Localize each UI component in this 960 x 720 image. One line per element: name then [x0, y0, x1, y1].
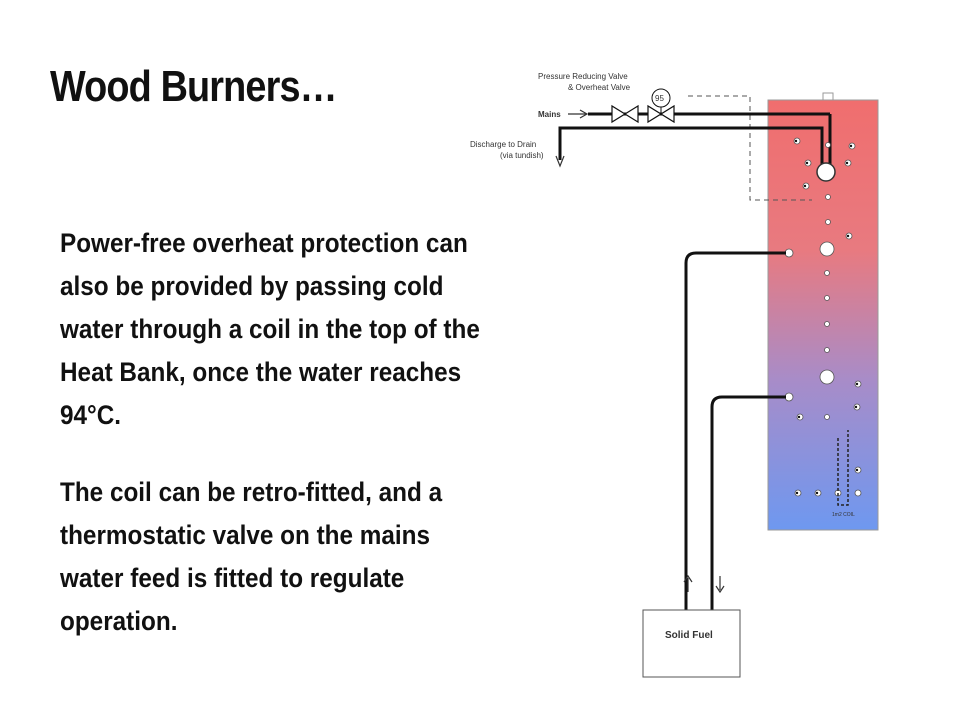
lower-coil: [837, 430, 849, 506]
discharge-pipe: [558, 126, 824, 168]
overheat-valve-icon: [647, 104, 675, 124]
paragraph-line: water feed is fitted to regulate: [60, 563, 405, 593]
mains-arrow-icon: [568, 109, 589, 119]
solid-fuel-boiler: [642, 609, 741, 678]
paragraph-line: also be provided by passing cold: [60, 271, 444, 301]
return-down-arrow-icon: [715, 576, 725, 594]
discharge-label-line2: (via tundish): [500, 151, 544, 160]
valve-dashed-boundary: [688, 95, 812, 201]
paragraph-line: The coil can be retro-fitted, and a: [60, 477, 443, 507]
paragraph-line: Heat Bank, once the water reaches: [60, 357, 462, 387]
body-text: Power-free overheat protection can also …: [60, 222, 620, 677]
solid-fuel-label: Solid Fuel: [665, 630, 713, 641]
paragraph-line: 94°C.: [60, 400, 122, 430]
paragraph-overheat-protection: Power-free overheat protection can also …: [60, 222, 564, 437]
paragraph-retrofit: The coil can be retro-fitted, and a ther…: [60, 471, 564, 643]
discharge-arrow-icon: [555, 155, 565, 168]
paragraph-line: operation.: [60, 606, 178, 636]
paragraph-line: Power-free overheat protection can: [60, 228, 468, 258]
valve-setting-dial: [651, 88, 671, 108]
valve-label-line1: Pressure Reducing Valve: [538, 72, 628, 81]
solid-fuel-return-pipe: [710, 395, 786, 610]
coil-top-fitting: [816, 162, 836, 182]
coil-label: 1m2 COIL: [832, 512, 855, 518]
pressure-reducing-valve-icon: [611, 104, 639, 124]
slide-title: Wood Burners…: [50, 62, 338, 111]
tank-top-cap: [822, 92, 834, 101]
paragraph-line: water through a coil in the top of the: [60, 314, 480, 344]
valve-setting-value: 95: [655, 94, 664, 103]
mains-label: Mains: [538, 110, 561, 119]
valve-label-line2: & Overheat Valve: [568, 83, 631, 92]
solid-fuel-flow-pipe: [684, 251, 786, 610]
tank-port-markers: [794, 139, 859, 495]
discharge-label-line1: Discharge to Drain: [470, 140, 536, 149]
paragraph-line: thermostatic valve on the mains: [60, 520, 431, 550]
flow-up-arrow-icon: [683, 574, 693, 592]
